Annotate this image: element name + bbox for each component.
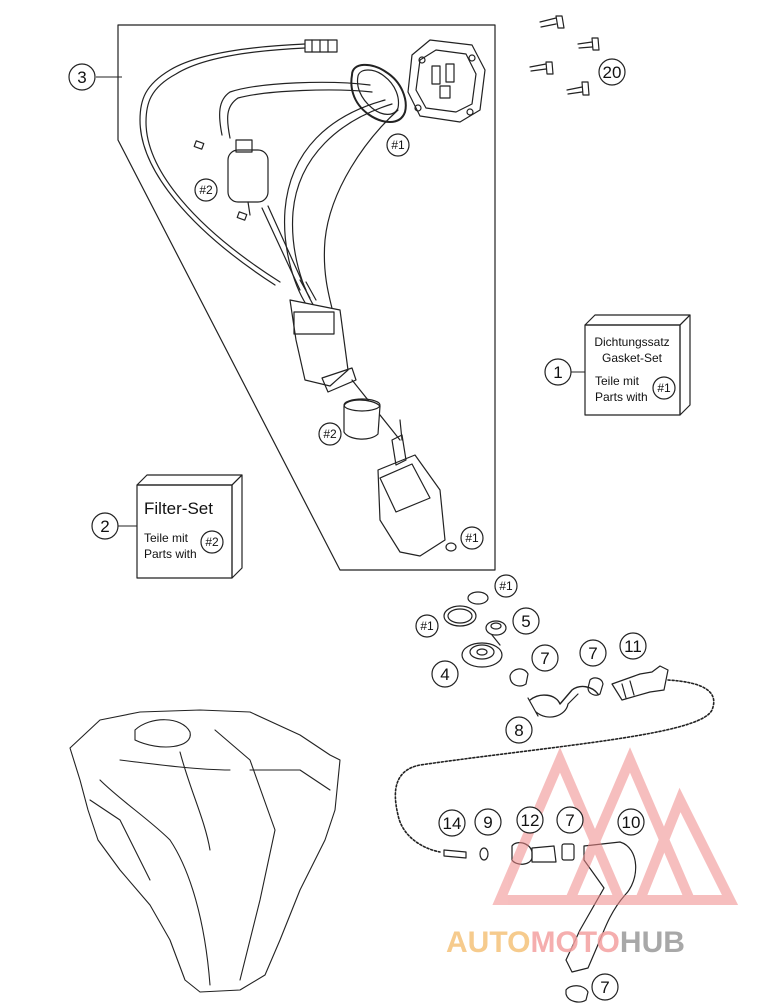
filter-set-box [136, 474, 243, 579]
o-ring-small [467, 591, 489, 605]
screws [529, 15, 600, 96]
fuel-tank [69, 709, 341, 993]
callout-2-circle [91, 512, 119, 540]
gasket-box-title-de: Dichtungssatz [594, 335, 669, 349]
inline-fuel-filter [193, 139, 269, 221]
ref-1-o-ring: #1 [499, 579, 513, 593]
callout-4-circle [431, 660, 459, 688]
callout-7-c-circle [556, 806, 584, 834]
pump-flange [407, 39, 486, 123]
ref-1-o-ring-b: #1 [420, 619, 434, 633]
callout-8-circle [505, 716, 533, 744]
ref-1-gasket: #1 [391, 138, 405, 152]
callout-10: 10 [622, 813, 641, 832]
gasket-box-title-en: Gasket-Set [602, 351, 663, 365]
callout-14-circle [438, 809, 466, 837]
ref-2-sleeve-circle [318, 422, 342, 446]
callout-7-d: 7 [600, 978, 609, 997]
o-ring-inner [447, 608, 473, 624]
callout-7-a: 7 [540, 649, 549, 668]
filter-box-line-en: Parts with [144, 547, 197, 561]
callout-5-circle [512, 607, 540, 635]
filter-box-ref: #2 [205, 535, 219, 549]
callout-7-d-circle [591, 973, 619, 1001]
fuel-pump-body [377, 419, 446, 557]
callout-9: 9 [483, 813, 492, 832]
callout-10-circle [617, 808, 645, 836]
gasket-box-line-en: Parts with [595, 390, 648, 404]
callout-12-circle [516, 806, 544, 834]
gasket-box-ref: #1 [657, 381, 671, 395]
callout-9-circle [474, 808, 502, 836]
fuel-pump-assembly-frame [117, 24, 496, 571]
ref-2-filter: #2 [199, 183, 213, 197]
callout-7-c: 7 [565, 811, 574, 830]
gasket-box-line-de: Teile mit [595, 374, 640, 388]
callout-11-circle [619, 632, 647, 660]
quick-connector [587, 665, 669, 701]
filter-box-title: Filter-Set [144, 499, 213, 518]
callout-7-b: 7 [588, 644, 597, 663]
ref-1-o-ring-b-circle [415, 614, 439, 638]
elbow-hose [527, 685, 599, 718]
ref-2-filter-circle [194, 178, 218, 202]
fuel-lines [219, 81, 401, 441]
ref-2-sleeve: #2 [323, 427, 337, 441]
fuel-line-long [394, 679, 715, 853]
callout-3: 3 [77, 68, 86, 87]
gasket-ring [350, 63, 407, 123]
callout-3-circle [68, 63, 96, 91]
o-ring-large [443, 605, 477, 627]
ref-1-pump-circle [460, 526, 484, 550]
electrical-connector [139, 39, 338, 286]
callout-7-b-circle [579, 639, 607, 667]
gasket-box-ref-circle [652, 376, 676, 400]
watermark-word-moto: MOTO [530, 926, 619, 959]
watermark-word-hub: HUB [620, 926, 685, 959]
small-o-ring [445, 542, 457, 552]
callout-4: 4 [440, 665, 449, 684]
fuel-outlet-fitting [485, 620, 507, 646]
callout-11: 11 [624, 637, 642, 656]
hose-clamp [509, 668, 529, 687]
callout-12: 12 [521, 811, 540, 830]
callout-7-a-circle [531, 644, 559, 672]
filter-box-line-de: Teile mit [144, 531, 189, 545]
callout-2: 2 [100, 517, 109, 536]
callout-1-circle [544, 358, 572, 386]
callout-20-circle [598, 58, 626, 86]
callout-1: 1 [553, 363, 562, 382]
callout-5: 5 [521, 612, 530, 631]
watermark-text: AUTOMOTOHUB [446, 926, 685, 959]
pump-sleeve [343, 398, 381, 440]
callout-8: 8 [514, 721, 523, 740]
callout-20: 20 [603, 63, 622, 82]
ref-1-pump: #1 [465, 531, 479, 545]
watermark-word-auto: AUTO [446, 926, 530, 959]
flange-nut [461, 642, 503, 668]
ref-1-o-ring-circle [494, 574, 518, 598]
callout-14: 14 [443, 814, 462, 833]
pump-head [289, 279, 357, 393]
filter-box-ref-circle [200, 530, 224, 554]
